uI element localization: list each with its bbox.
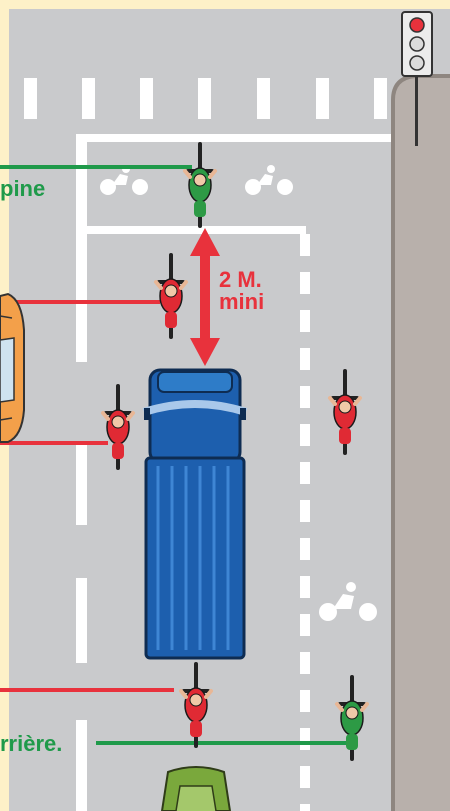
car-left-edge (0, 294, 24, 442)
car-bottom (162, 767, 230, 811)
label-bottom-left: rrière. (0, 731, 62, 757)
distance-label-line2: mini (219, 292, 264, 312)
label-top-left: pine (0, 176, 45, 202)
truck (144, 370, 246, 658)
sidewalk (393, 76, 450, 811)
distance-label-line1: 2 M. (219, 270, 262, 290)
left-lane-line (76, 234, 87, 811)
